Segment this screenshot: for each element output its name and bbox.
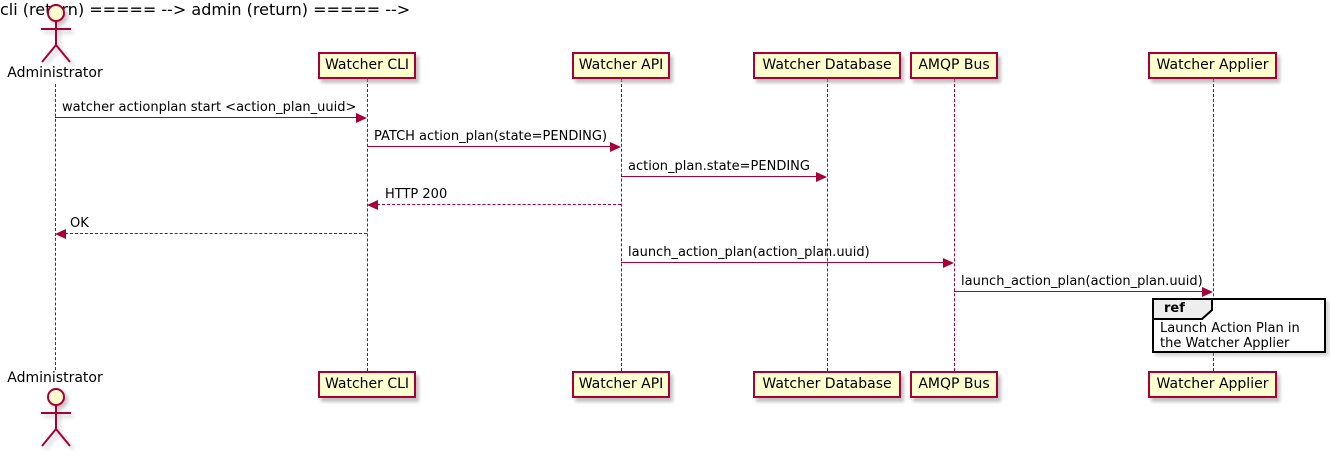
ref-header-pentagon bbox=[1153, 299, 1213, 320]
message-label-3: action_plan.state=PENDING bbox=[628, 159, 810, 174]
lifeline-administrator bbox=[55, 84, 56, 370]
actor-label-bottom: Administrator bbox=[7, 370, 103, 386]
message-arrowhead-3 bbox=[816, 172, 827, 182]
participant-box-watcher-cli-top: Watcher CLI bbox=[318, 52, 416, 79]
message-arrow-line-4 bbox=[377, 204, 621, 205]
message-arrowhead-2 bbox=[610, 142, 621, 152]
message-arrowhead-4 bbox=[367, 200, 378, 210]
message-arrowhead-1 bbox=[356, 113, 367, 123]
participant-box-watcher-applier-bottom: Watcher Applier bbox=[1148, 371, 1277, 398]
message-arrow-line-5 bbox=[65, 233, 367, 234]
message-arrowhead-7 bbox=[1202, 287, 1213, 297]
ref-keyword: ref bbox=[1164, 301, 1185, 316]
lifeline-watcher-api bbox=[621, 79, 622, 371]
participant-box-watcher-api-top: Watcher API bbox=[572, 52, 670, 79]
participant-box-amqp-bus-top: AMQP Bus bbox=[910, 52, 998, 79]
lifeline-amqp-bus bbox=[954, 79, 955, 371]
lifeline-watcher-applier bbox=[1213, 79, 1214, 371]
lifeline-watcher-database bbox=[827, 79, 828, 371]
message-arrowhead-5 bbox=[55, 229, 66, 239]
message-label-2: PATCH action_plan(state=PENDING) bbox=[374, 129, 608, 144]
message-arrow-line-6 bbox=[621, 262, 944, 263]
message-label-5: OK bbox=[70, 216, 89, 231]
message-label-4: HTTP 200 bbox=[385, 187, 448, 202]
message-arrow-line-2 bbox=[367, 146, 611, 147]
message-arrow-line-1 bbox=[55, 117, 357, 118]
message-arrowhead-6 bbox=[943, 258, 954, 268]
participant-box-watcher-applier-top: Watcher Applier bbox=[1148, 52, 1277, 79]
administrator-actor-icon bbox=[41, 4, 71, 63]
lifeline-watcher-cli bbox=[367, 79, 368, 371]
message-label-7: launch_action_plan(action_plan.uuid) bbox=[961, 274, 1203, 289]
message-label-6: launch_action_plan(action_plan.uuid) bbox=[628, 245, 870, 260]
participant-box-watcher-cli-bottom: Watcher CLI bbox=[318, 371, 416, 398]
message-label-1: watcher actionplan start <action_plan_uu… bbox=[62, 100, 357, 115]
ref-frame: ref Launch Action Plan in the Watcher Ap… bbox=[1152, 298, 1326, 353]
participant-box-watcher-database-top: Watcher Database bbox=[753, 52, 901, 79]
message-arrow-line-3 bbox=[621, 176, 817, 177]
administrator-actor-icon-bottom bbox=[41, 388, 71, 447]
participant-box-watcher-api-bottom: Watcher API bbox=[572, 371, 670, 398]
ref-text: Launch Action Plan in the Watcher Applie… bbox=[1160, 321, 1300, 351]
participant-box-watcher-database-bottom: Watcher Database bbox=[753, 371, 901, 398]
actor-label-top: Administrator bbox=[7, 65, 103, 81]
participant-box-amqp-bus-bottom: AMQP Bus bbox=[910, 371, 998, 398]
message-arrow-line-7 bbox=[954, 291, 1203, 292]
